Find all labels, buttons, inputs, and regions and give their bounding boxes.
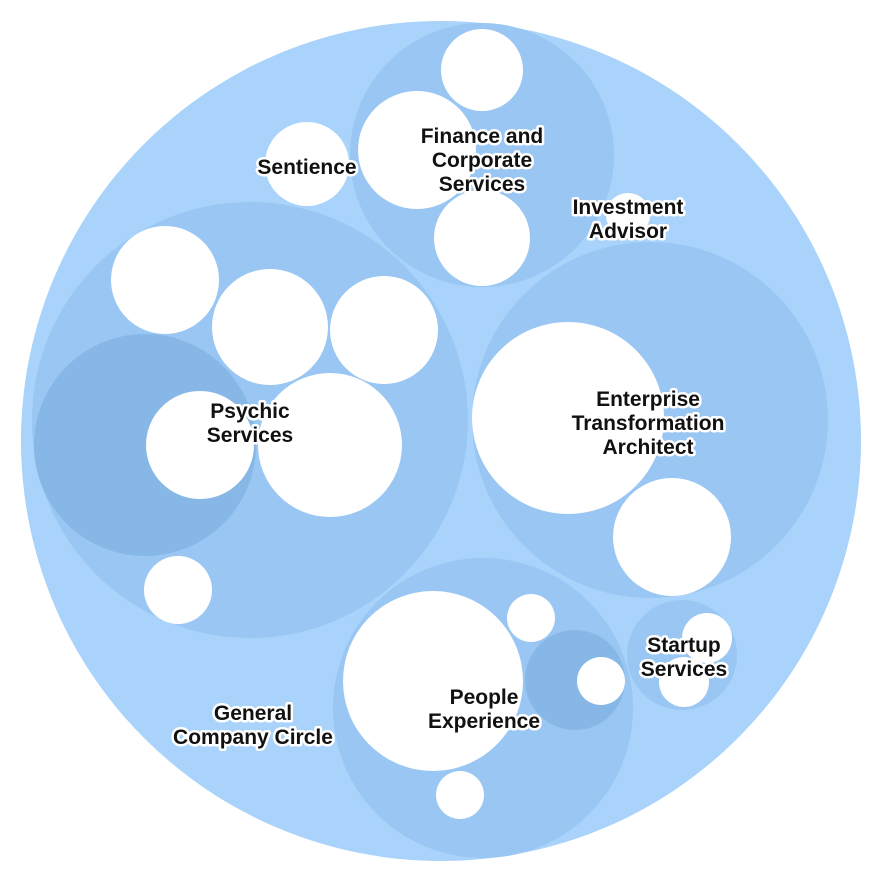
startup-role-2[interactable] bbox=[659, 657, 709, 707]
sentience-role-bubble[interactable] bbox=[265, 122, 349, 206]
finance-role-2[interactable] bbox=[358, 91, 476, 209]
enterprise-role-2[interactable] bbox=[613, 478, 731, 596]
finance-corporate-services-bubble[interactable] bbox=[350, 23, 614, 287]
people-role-4[interactable] bbox=[436, 771, 484, 819]
psychic-sub-circle[interactable] bbox=[34, 334, 256, 556]
psychic-role-5[interactable] bbox=[146, 391, 254, 499]
psychic-role-6[interactable] bbox=[144, 556, 212, 624]
people-sub-circle[interactable] bbox=[525, 630, 625, 730]
investment-advisor-role-bubble[interactable] bbox=[606, 193, 650, 237]
enterprise-role-1[interactable] bbox=[472, 322, 664, 514]
people-role-1[interactable] bbox=[343, 591, 523, 771]
people-role-3[interactable] bbox=[577, 657, 625, 705]
psychic-role-1[interactable] bbox=[111, 226, 219, 334]
psychic-role-2[interactable] bbox=[212, 269, 328, 385]
startup-role-1[interactable] bbox=[682, 613, 732, 663]
finance-role-3[interactable] bbox=[434, 190, 530, 286]
sentience-label: Sentience bbox=[257, 156, 356, 179]
people-role-2[interactable] bbox=[507, 594, 555, 642]
psychic-role-3[interactable] bbox=[330, 276, 438, 384]
psychic-role-4[interactable] bbox=[258, 373, 402, 517]
finance-role-1[interactable] bbox=[441, 29, 523, 111]
